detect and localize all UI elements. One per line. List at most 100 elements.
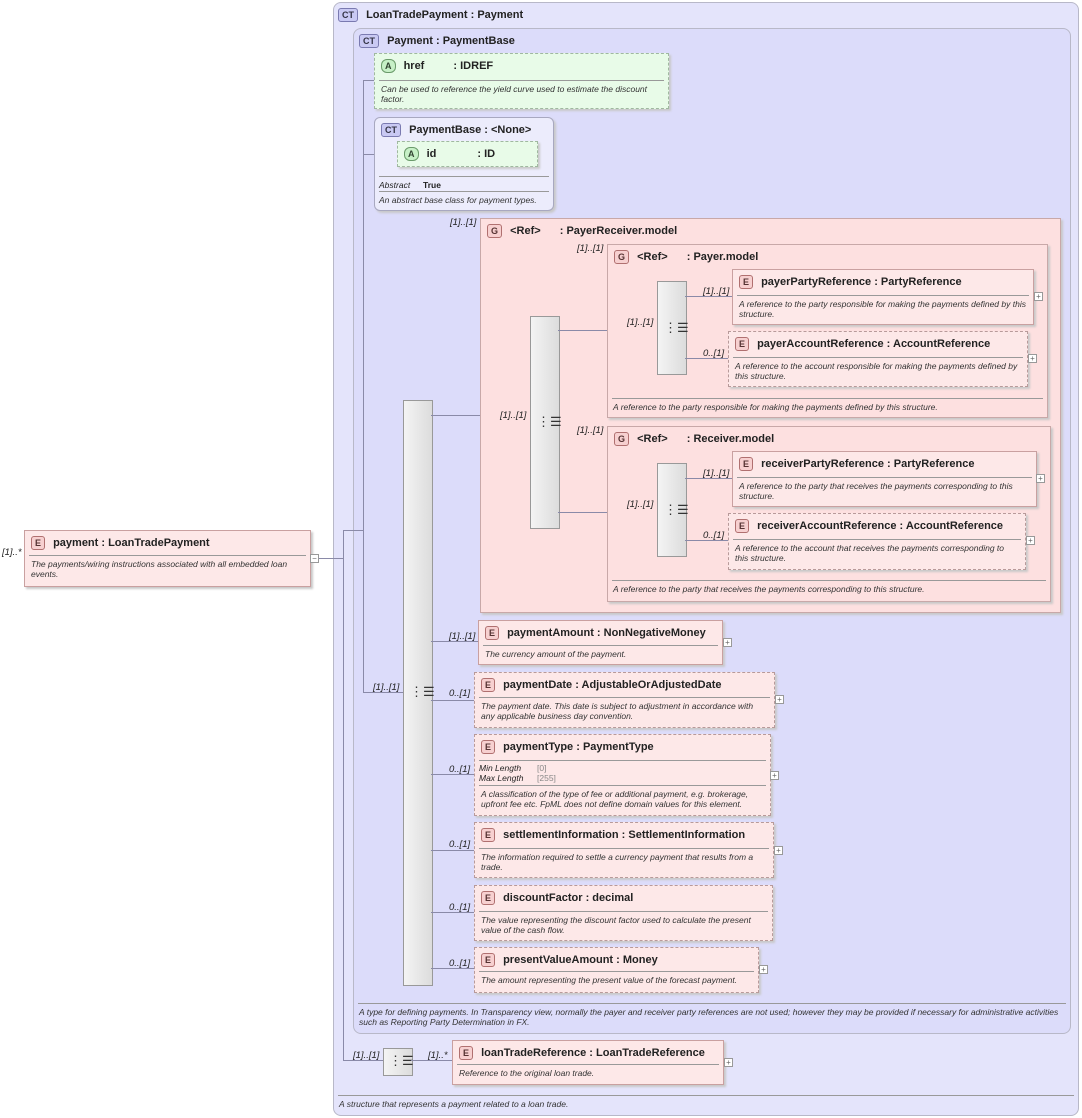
payeraccountreference-element[interactable]: E payerAccountReference : AccountReferen… [728,331,1028,387]
element-icon: E [481,953,496,967]
id-attribute[interactable]: A id : ID [397,141,538,167]
loantradereference-separator [457,1064,719,1065]
connector-line [558,330,608,331]
bottom-sequence-compositor[interactable] [383,1048,413,1076]
payment-element[interactable]: E payment : LoanTradePayment The payment… [24,530,311,587]
bottom-seq-cardinality: [1]..[1] [353,1050,380,1061]
payeraccountreference-doc: A reference to the account responsible f… [735,361,1018,381]
payer-sequence-compositor[interactable] [657,281,687,375]
href-attribute[interactable]: A href : IDREF Can be used to reference … [374,53,669,109]
attribute-icon: A [381,59,396,73]
main-sequence-compositor[interactable] [403,400,433,986]
paymentamount-element[interactable]: E paymentAmount : NonNegativeMoney The c… [478,620,723,665]
complex-type-icon: CT [338,8,358,22]
payerpartyreference-element[interactable]: E payerPartyReference : PartyReference A… [732,269,1034,325]
attribute-icon: A [404,147,419,161]
element-icon: E [31,536,46,550]
loantradereference-doc: Reference to the original loan trade. [459,1068,595,1078]
expand-toggle[interactable]: + [775,695,784,704]
inner-doc: A type for defining payments. In Transpa… [359,1007,1059,1027]
discountfactor-title: discountFactor : decimal [503,891,634,904]
paymentdate-header: E paymentDate : AdjustableOrAdjustedDate [481,678,722,692]
receiveraccountreference-header: E receiverAccountReference : AccountRefe… [735,519,1003,533]
receiveraccountreference-doc: A reference to the account that receives… [735,543,1005,563]
complex-type-icon: CT [359,34,379,48]
paymenttype-cardinality: 0..[1] [449,764,471,775]
paymenttype-doc: A classification of the type of fee or a… [481,789,749,809]
expand-toggle[interactable]: + [1034,292,1043,301]
abstract-label: Abstract [379,180,411,190]
group-icon: G [614,432,630,446]
sequence-icon: ⋮☰ [537,414,562,429]
loantradepayment-header: CT LoanTradePayment : Payment [338,8,523,22]
receiver-seq-cardinality: [1]..[1] [627,499,654,510]
paymentamount-cardinality: [1]..[1] [449,631,476,642]
connector-line [363,692,403,693]
discountfactor-header: E discountFactor : decimal [481,891,633,905]
paymentamount-separator [483,645,718,646]
connector-line [310,558,343,559]
presentvalueamount-separator [479,971,754,972]
receiveraccountreference-cardinality: 0..[1] [703,530,725,541]
abstract-value: True [423,180,441,190]
payment-element-doc: The payments/wiring instructions associa… [31,559,288,579]
expand-toggle[interactable]: + [1026,536,1035,545]
presentvalueamount-element[interactable]: E presentValueAmount : Money The amount … [474,947,759,993]
element-icon: E [739,457,754,471]
paymentdate-element[interactable]: E paymentDate : AdjustableOrAdjustedDate… [474,672,775,728]
connector-line [363,80,375,81]
pr-sequence-compositor[interactable] [530,316,560,529]
collapse-toggle[interactable]: − [310,554,319,563]
min-length-label: Min Length [479,763,522,773]
payerreceiver-header: G <Ref> : PayerReceiver.model [487,224,677,238]
paymentdate-cardinality: 0..[1] [449,688,471,699]
element-icon: E [485,626,500,640]
expand-toggle[interactable]: + [774,846,783,855]
sequence-icon: ⋮☰ [410,684,435,699]
paymentdate-separator [479,697,770,698]
discountfactor-separator [479,911,768,912]
paymentbase-header: CT PaymentBase : <None> [381,123,531,137]
paymentdate-title: paymentDate : AdjustableOrAdjustedDate [503,678,722,691]
expand-toggle[interactable]: + [770,771,779,780]
expand-toggle[interactable]: + [1036,474,1045,483]
payer-doc: A reference to the party responsible for… [613,402,938,412]
sequence-icon: ⋮☰ [389,1053,414,1068]
expand-toggle[interactable]: + [724,1058,733,1067]
settlementinformation-doc: The information required to settle a cur… [481,852,754,872]
settlementinformation-cardinality: 0..[1] [449,839,471,850]
payerreceiver-ref: <Ref> [510,224,541,237]
complex-type-icon: CT [381,123,401,137]
element-icon: E [459,1046,474,1060]
element-icon: E [481,891,496,905]
receiveraccountreference-element[interactable]: E receiverAccountReference : AccountRefe… [728,513,1026,570]
paymentamount-doc: The currency amount of the payment. [485,649,627,659]
paymentbase-complex-type[interactable]: CT PaymentBase : <None> A id : ID Abstra… [374,117,554,211]
connector-line [685,540,729,541]
connector-line [558,512,608,513]
discountfactor-element[interactable]: E discountFactor : decimal The value rep… [474,885,773,941]
element-icon: E [739,275,754,289]
connector-line [343,530,363,531]
expand-toggle[interactable]: + [759,965,768,974]
expand-toggle[interactable]: + [1028,354,1037,363]
receiverpartyreference-header: E receiverPartyReference : PartyReferenc… [739,457,974,471]
loantradereference-element[interactable]: E loanTradeReference : LoanTradeReferenc… [452,1040,724,1085]
href-type: : IDREF [453,59,494,72]
paymenttype-element[interactable]: E paymentType : PaymentType Min Length [… [474,734,771,816]
element-icon: E [481,740,496,754]
payerpartyreference-doc: A reference to the party responsible for… [739,299,1026,319]
connector-line [431,912,474,913]
element-icon: E [481,828,496,842]
connector-line [431,700,474,701]
payment-element-title: payment : LoanTradePayment [53,536,210,549]
connector-line [685,478,733,479]
receiver-sequence-compositor[interactable] [657,463,687,557]
loantradereference-cardinality: [1]..* [428,1050,448,1061]
connector-line [363,154,375,155]
expand-toggle[interactable]: + [723,638,732,647]
settlementinformation-element[interactable]: E settlementInformation : SettlementInfo… [474,822,774,878]
receiverpartyreference-element[interactable]: E receiverPartyReference : PartyReferenc… [732,451,1037,507]
href-header: A href : IDREF [381,59,493,73]
payer-type: : Payer.model [686,250,759,263]
